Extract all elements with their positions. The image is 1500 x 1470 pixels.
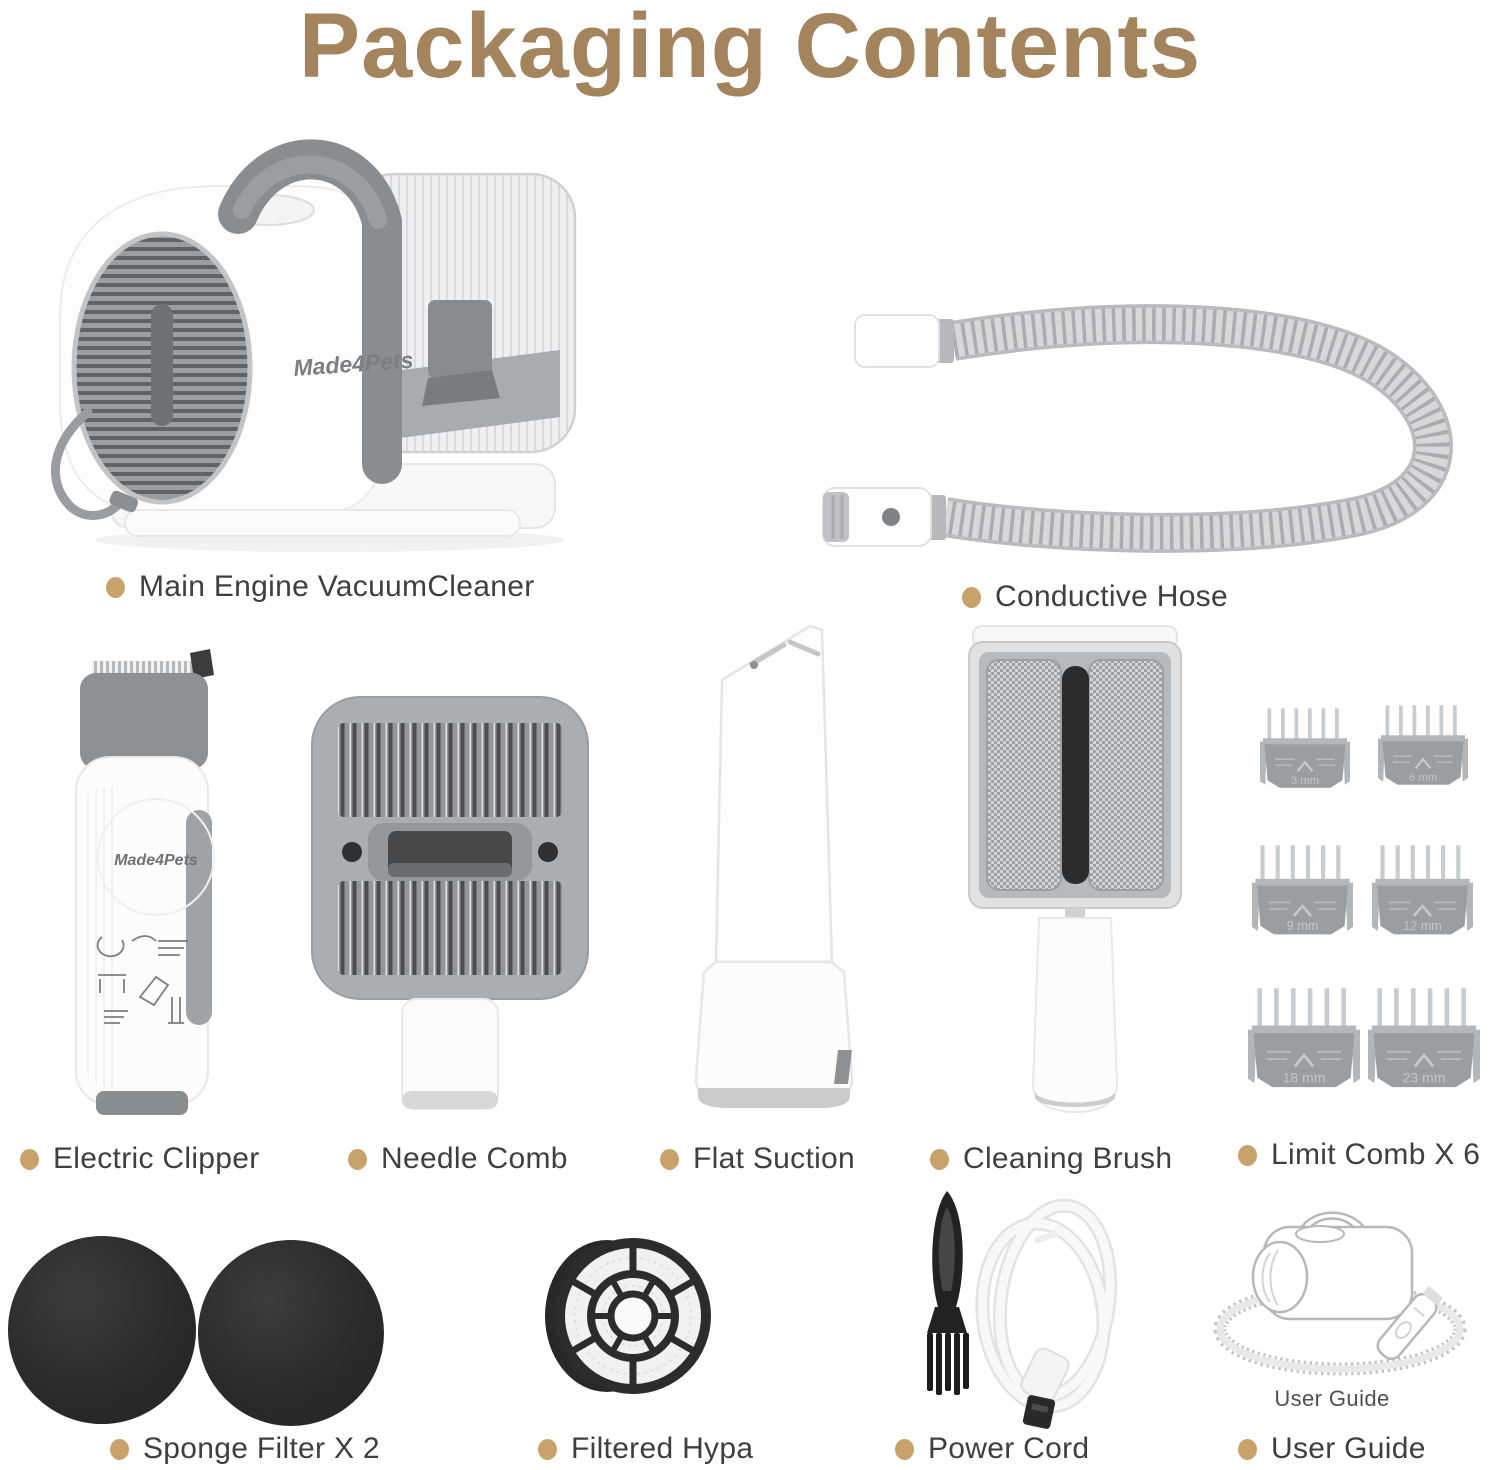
item-label-user-guide: User Guide: [1238, 1432, 1426, 1466]
bullet-icon: [538, 1438, 557, 1460]
limit-combs-image: 3 mm 6 mm 9 mm 12 mm 18 mm 23 mm: [1248, 698, 1500, 1108]
mini-cleaning-brush-tool: [927, 1191, 969, 1395]
lint-panel-right: [1088, 659, 1164, 891]
bullet-icon: [1238, 1438, 1257, 1460]
bullet-icon: [1238, 1144, 1257, 1166]
clipper-grip: [186, 810, 212, 1025]
svg-text:3 mm: 3 mm: [1291, 775, 1319, 787]
svg-text:9 mm: 9 mm: [1287, 919, 1319, 933]
item-label-limit-comb: Limit Comb X 6: [1238, 1138, 1480, 1172]
svg-text:12 mm: 12 mm: [1403, 919, 1442, 933]
electric-clipper-image: Made4Pets: [40, 645, 240, 1125]
user-guide-caption: User Guide: [1274, 1386, 1390, 1411]
limit-comb-3mm: 3 mm: [1260, 708, 1350, 791]
bullet-icon: [106, 576, 125, 598]
flat-suction-image: [670, 618, 895, 1116]
item-label-cleaning-brush: Cleaning Brush: [930, 1142, 1172, 1176]
item-label-electric-clipper: Electric Clipper: [20, 1142, 260, 1176]
limit-comb-12mm: 12 mm: [1372, 845, 1473, 938]
item-label-conductive-hose: Conductive Hose: [962, 580, 1228, 614]
sponge-filter-1: [8, 1236, 196, 1424]
svg-text:23 mm: 23 mm: [1403, 1069, 1446, 1085]
limit-comb-18mm: 18 mm: [1248, 988, 1360, 1091]
filter-spokes: [568, 1243, 698, 1389]
nozzle-base: [694, 960, 854, 1106]
cleaning-brush-image: [955, 618, 1195, 1118]
conductive-hose-image: [795, 245, 1495, 565]
bullet-icon: [930, 1148, 949, 1170]
sponge-filter-2: [198, 1240, 384, 1426]
bullet-icon: [895, 1438, 914, 1460]
brush-handle: [1031, 917, 1119, 1114]
bullet-icon: [110, 1438, 129, 1460]
item-label-filtered-hypa: Filtered Hypa: [538, 1432, 753, 1466]
crevice-nozzle: [714, 624, 834, 964]
item-label-needle-comb: Needle Comb: [348, 1142, 568, 1176]
power-cord-image: [885, 1183, 1155, 1438]
vacuum-cord: [50, 407, 125, 520]
item-label-main-engine: Main Engine VacuumCleaner: [106, 570, 535, 604]
user-guide-illustration: [1200, 1205, 1480, 1380]
hepa-filter-image: [535, 1232, 715, 1400]
limit-comb-9mm: 9 mm: [1252, 845, 1353, 938]
svg-text:6 mm: 6 mm: [1409, 772, 1437, 784]
item-label-flat-suction: Flat Suction: [660, 1142, 855, 1176]
usb-connector: [1022, 1395, 1056, 1429]
page-title: Packaging Contents: [298, 0, 1202, 97]
item-label-power-cord: Power Cord: [895, 1432, 1089, 1466]
hose-end-connector: [854, 314, 940, 368]
svg-text:18 mm: 18 mm: [1283, 1069, 1326, 1085]
main-engine-image: Made4Pets: [30, 112, 590, 560]
bullet-icon: [962, 586, 981, 608]
instruction-doodles: [96, 935, 188, 1024]
lint-panel-left: [986, 659, 1062, 891]
item-label-sponge-filter: Sponge Filter X 2: [110, 1432, 380, 1466]
limit-comb-23mm: 23 mm: [1368, 988, 1480, 1091]
brand-logo: Made4Pets: [114, 852, 198, 869]
bullet-icon: [20, 1148, 39, 1170]
limit-comb-6mm: 6 mm: [1378, 705, 1468, 788]
needle-comb-image: [300, 685, 600, 1117]
bullet-icon: [660, 1148, 679, 1170]
bullet-icon: [348, 1148, 367, 1170]
